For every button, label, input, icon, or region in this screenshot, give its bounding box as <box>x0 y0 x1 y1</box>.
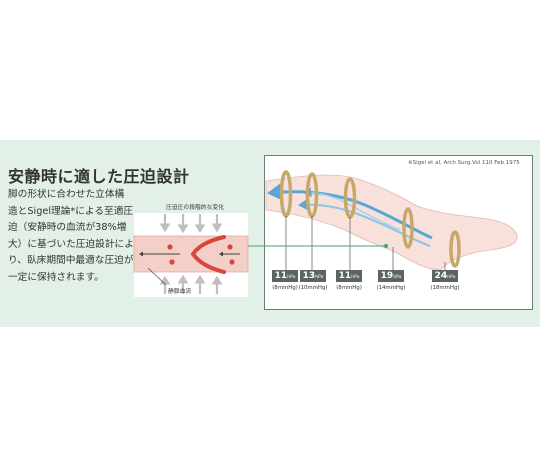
description-line: り、臥床期間中最適な圧迫が <box>8 255 134 266</box>
description-line: 一定に保持されます。 <box>8 271 104 283</box>
pressure-tag: 24hPa (18mmHg) <box>430 270 460 291</box>
description-line: 大）に基づいた圧迫設計によ <box>8 238 134 250</box>
pressure-value: 11 <box>338 271 352 281</box>
pressure-mmhg: (18mmHg) <box>430 285 460 291</box>
vessel-diagram <box>133 213 249 297</box>
leg-illustration <box>265 174 518 271</box>
pressure-mmhg: (8mmHg) <box>336 285 362 291</box>
pressure-change-label: 圧迫圧の段階的な変化 <box>166 205 224 211</box>
pressure-tag: 11hPa (8mmHg) <box>336 270 362 291</box>
pressure-unit: hPa <box>351 275 360 280</box>
pressure-tag: 11hPa (8mmHg) <box>272 270 298 291</box>
description: 脚の形状に合わせた立体構 造とSigel理論*による至適圧 迫（安静時の血流が3… <box>8 187 134 286</box>
pressure-mmhg: (14mmHg) <box>376 285 406 291</box>
pressure-unit: hPa <box>287 275 296 280</box>
description-line: 造とSigel理論*による至適圧 <box>8 205 134 217</box>
section-heading: 安静時に適した圧迫設計 <box>8 167 190 186</box>
connector-line <box>248 244 388 248</box>
leader-lines <box>285 216 446 270</box>
pressure-unit: hPa <box>447 275 456 280</box>
pressure-value: 19 <box>380 271 394 281</box>
description-line: 迫（安静時の血流が38%増 <box>8 222 127 233</box>
pressure-mmhg: (10mmHg) <box>298 285 328 291</box>
pressure-value: 13 <box>302 271 316 281</box>
pressure-unit: hPa <box>315 275 324 280</box>
pressure-value: 11 <box>274 271 288 281</box>
citation-note: ※Sigel et al, Arch Surg.Vol 110 Feb 1975 <box>408 160 520 166</box>
vein-flow-label: 静脈血流 <box>168 289 192 295</box>
pressure-tag: 19hPa (14mmHg) <box>376 270 406 291</box>
pressure-value: 24 <box>434 271 448 281</box>
pressure-unit: hPa <box>393 275 402 280</box>
description-line: 脚の形状に合わせた立体構 <box>8 189 125 200</box>
pressure-tag: 13hPa (10mmHg) <box>298 270 328 291</box>
pressure-mmhg: (8mmHg) <box>272 285 298 291</box>
